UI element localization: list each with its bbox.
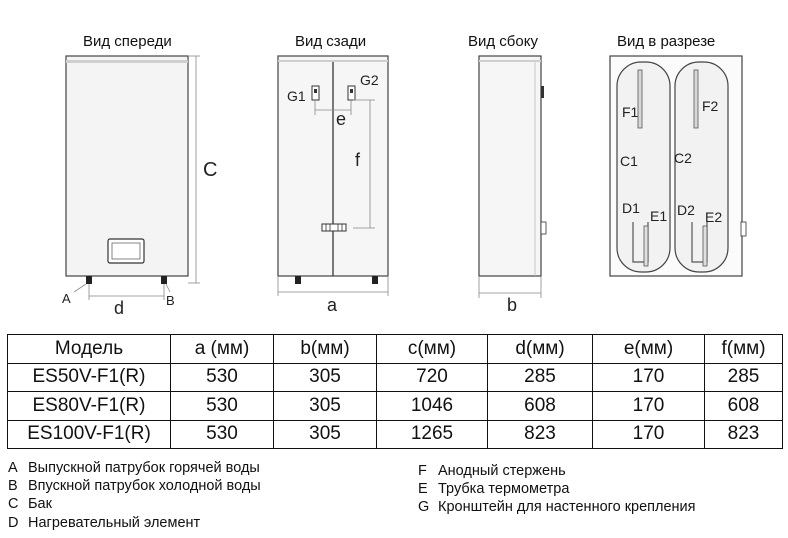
label-f: f	[355, 150, 361, 170]
header-b: b(мм)	[273, 334, 377, 364]
header-c: c(мм)	[376, 334, 488, 364]
section-view-drawing: F1 F2 C1 C2 D1 E1 D2 E2	[609, 55, 747, 277]
table-cell: ES80V-F1(R)	[7, 391, 171, 421]
label-C: C	[203, 159, 217, 181]
back-view-drawing: G1 G2 e f a	[277, 55, 389, 315]
label-d: d	[114, 298, 124, 318]
header-model: Модель	[7, 334, 171, 364]
label-B: B	[166, 293, 175, 308]
table-cell: 720	[376, 362, 488, 392]
table-row: ES100V-F1(R) 530 305 1265 823 170 823	[7, 419, 783, 449]
section-view-title: Вид в разрезе	[617, 33, 716, 50]
label-A: A	[62, 291, 71, 306]
table-cell: 305	[273, 419, 377, 449]
technical-drawings: C A B d G1 G2 e f	[62, 55, 747, 318]
back-view-title: Вид сзади	[295, 33, 367, 50]
label-b: b	[507, 295, 517, 315]
side-view-title: Вид сбоку	[468, 33, 538, 50]
table-cell: 1265	[376, 419, 488, 449]
front-view-title: Вид спереди	[83, 33, 172, 50]
table-row: ES50V-F1(R) 530 305 720 285 170 285	[7, 362, 783, 392]
table-cell: 1046	[376, 391, 488, 421]
label-E1: E1	[650, 208, 667, 224]
label-G2: G2	[360, 72, 379, 88]
table-cell: 170	[592, 419, 705, 449]
side-view-drawing: b	[478, 55, 547, 315]
label-e: e	[336, 109, 346, 129]
table-cell: ES100V-F1(R)	[7, 419, 171, 449]
label-G1: G1	[287, 88, 306, 104]
table-cell: 823	[704, 419, 783, 449]
table-cell: 285	[704, 362, 783, 392]
table-cell: 530	[170, 362, 274, 392]
header-d: d(мм)	[487, 334, 593, 364]
front-view-drawing: C A B d	[62, 55, 217, 318]
table-cell: 170	[592, 362, 705, 392]
header-e: e(мм)	[592, 334, 705, 364]
table-cell: 608	[487, 391, 593, 421]
label-F2: F2	[702, 98, 719, 114]
table-cell: 305	[273, 362, 377, 392]
label-a: a	[327, 295, 338, 315]
table-cell: 530	[170, 391, 274, 421]
label-E2: E2	[705, 209, 722, 225]
table-row: ES80V-F1(R) 530 305 1046 608 170 608	[7, 391, 783, 421]
label-C2: C2	[674, 150, 692, 166]
header-a: a (мм)	[170, 334, 274, 364]
specs-table: Модель a (мм) b(мм) c(мм) d(мм) e(мм) f(…	[7, 334, 783, 449]
header-f: f(мм)	[704, 334, 783, 364]
table-cell: 305	[273, 391, 377, 421]
table-cell: 530	[170, 419, 274, 449]
label-D2: D2	[677, 202, 695, 218]
table-cell: ES50V-F1(R)	[7, 362, 171, 392]
table-cell: 285	[487, 362, 593, 392]
label-F1: F1	[622, 104, 639, 120]
table-cell: 170	[592, 391, 705, 421]
table-cell: 823	[487, 419, 593, 449]
label-D1: D1	[622, 200, 640, 216]
label-C1: C1	[620, 153, 638, 169]
table-cell: 608	[704, 391, 783, 421]
table-header-row: Модель a (мм) b(мм) c(мм) d(мм) e(мм) f(…	[7, 334, 783, 364]
